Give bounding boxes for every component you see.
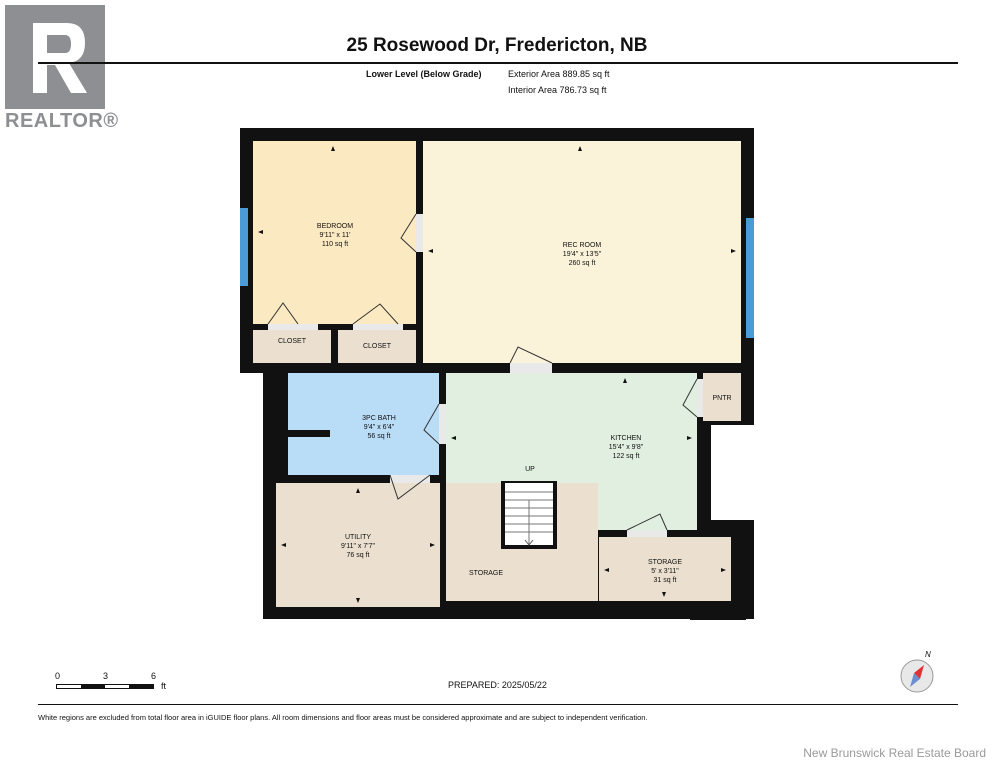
storage-2-room — [599, 537, 731, 601]
board-attribution: New Brunswick Real Estate Board — [803, 746, 986, 760]
closet-1-label: CLOSET — [277, 338, 306, 345]
scale-tick-6: 6 — [151, 671, 157, 681]
utility-room — [276, 483, 440, 607]
door-openings — [268, 214, 703, 537]
stairs — [501, 481, 557, 549]
closet-1-room — [253, 330, 331, 363]
pantry-label: PNTR — [712, 395, 732, 402]
bedroom-room — [253, 141, 416, 324]
level-name: Lower Level (Below Grade) — [366, 69, 482, 79]
closet-2-label: CLOSET — [362, 343, 391, 350]
scale-tick-0: 0 — [55, 671, 61, 681]
prepared-date: PREPARED: 2025/05/22 — [448, 680, 547, 690]
realtor-logo — [5, 5, 105, 109]
page-title: 25 Rosewood Dr, Fredericton, NB — [346, 35, 648, 56]
closet-2-room — [338, 330, 416, 363]
window-rec-room — [746, 218, 754, 338]
interior-area: Interior Area 786.73 sq ft — [508, 85, 607, 95]
pantry-room — [703, 373, 741, 421]
header-divider — [38, 62, 958, 64]
excluded-region — [711, 425, 754, 520]
storage-1-label: STORAGE — [468, 570, 504, 577]
rec-room-room — [423, 141, 741, 363]
door-swings — [267, 213, 698, 531]
stairs-label: UP — [525, 466, 535, 473]
realtor-logo-text: REALTOR® — [5, 110, 119, 132]
dimension-arrows — [258, 146, 736, 603]
window-bedroom — [240, 208, 248, 286]
footer-divider — [38, 704, 958, 705]
scale-tick-3: 3 — [103, 671, 109, 681]
scale-unit: ft — [161, 681, 167, 691]
compass-icon — [900, 659, 934, 693]
bath-room — [288, 373, 439, 475]
scale-bar — [56, 684, 154, 689]
wall-stub — [288, 430, 330, 437]
exterior-area: Exterior Area 889.85 sq ft — [508, 69, 610, 79]
disclaimer: White regions are excluded from total fl… — [38, 713, 648, 722]
compass-north-label: N — [925, 650, 931, 659]
